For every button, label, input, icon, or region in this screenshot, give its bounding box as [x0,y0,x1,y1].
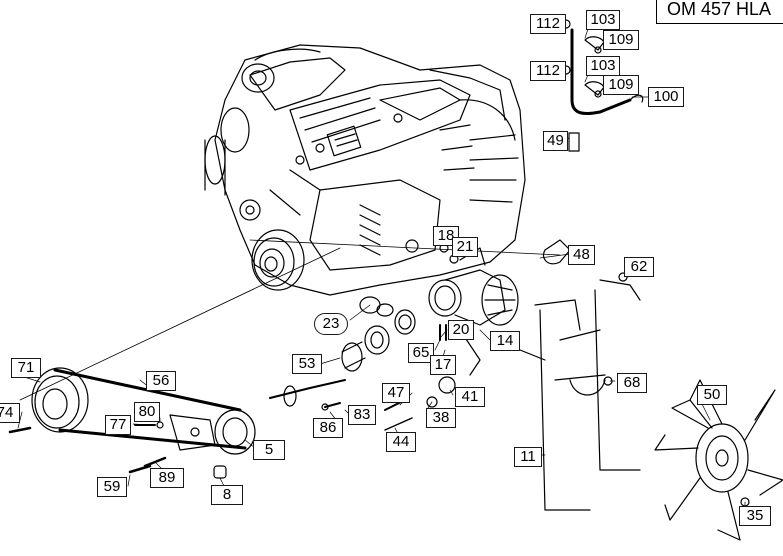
engine-block [204,44,526,296]
callout-100[interactable]: 100 [648,87,684,107]
callout-11[interactable]: 11 [514,447,542,467]
callout-17[interactable]: 17 [430,355,456,375]
fan-bracket [519,272,641,511]
callout-49[interactable]: 49 [543,131,568,151]
callout-21[interactable]: 21 [452,237,478,257]
callout-103[interactable]: 103 [586,56,620,76]
fan-drive [426,239,571,408]
callout-20[interactable]: 20 [448,320,474,340]
callout-18[interactable]: 18 [433,226,459,246]
callout-23[interactable]: 23 [314,313,348,335]
callout-89[interactable]: 89 [150,468,184,488]
callout-103[interactable]: 103 [586,10,620,30]
callout-65[interactable]: 65 [408,343,434,363]
callout-48[interactable]: 48 [568,245,595,265]
callout-44[interactable]: 44 [386,432,416,452]
callout-14[interactable]: 14 [490,331,520,351]
engine-model-label: OM 457 HLA [656,0,783,24]
callout-8[interactable]: 8 [211,485,243,505]
callout-50[interactable]: 50 [697,385,727,405]
callout-83[interactable]: 83 [348,405,376,425]
callout-74[interactable]: 74 [0,403,20,423]
belt-assembly [31,367,256,455]
callout-41[interactable]: 41 [455,387,485,407]
callout-47[interactable]: 47 [382,383,410,403]
callout-59[interactable]: 59 [97,477,127,497]
callout-68[interactable]: 68 [617,373,647,393]
callout-5[interactable]: 5 [253,440,285,460]
callout-109[interactable]: 109 [603,30,639,50]
callout-56[interactable]: 56 [146,371,176,391]
callout-53[interactable]: 53 [292,354,322,374]
callout-71[interactable]: 71 [11,358,41,378]
engine-pulley [251,229,305,291]
callout-112[interactable]: 112 [530,61,566,81]
callout-77[interactable]: 77 [105,415,131,435]
callout-109[interactable]: 109 [603,75,639,95]
callout-35[interactable]: 35 [739,506,771,526]
callout-62[interactable]: 62 [624,257,654,277]
callout-112[interactable]: 112 [530,14,566,34]
callout-80[interactable]: 80 [134,402,160,422]
callout-38[interactable]: 38 [426,408,456,428]
callout-86[interactable]: 86 [313,418,343,438]
